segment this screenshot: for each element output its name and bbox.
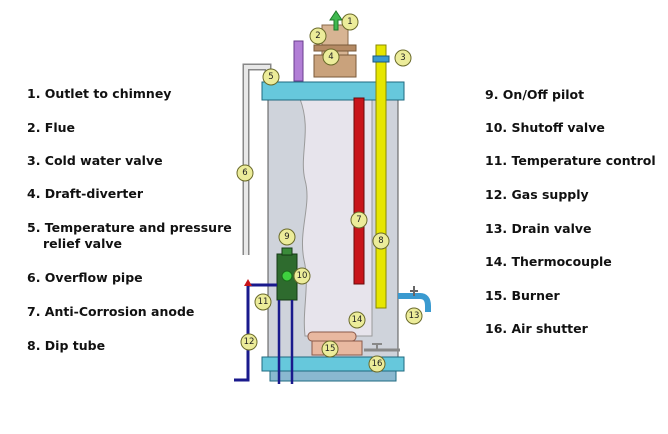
- legend-item-8: 8. Dip tube: [27, 338, 106, 353]
- callout-2: 2: [309, 27, 327, 45]
- outlet-arrow: [329, 10, 343, 31]
- svg-text:11: 11: [258, 297, 269, 307]
- svg-text:9: 9: [284, 232, 289, 242]
- anode-rod: [353, 97, 365, 285]
- legend-item-14: 14. Thermocouple: [485, 254, 612, 269]
- svg-text:14: 14: [352, 315, 363, 325]
- legend-item-1: 1. Outlet to chimney: [27, 86, 172, 101]
- legend-item-10: 10. Shutoff valve: [485, 120, 605, 135]
- svg-text:5: 5: [268, 72, 273, 82]
- legend-item-16: 16. Air shutter: [485, 321, 588, 336]
- legend-item-2: 2. Flue: [27, 120, 75, 135]
- temperature-control-marker: [244, 279, 252, 286]
- callout-6: 6: [236, 164, 254, 182]
- legend-item-12: 12. Gas supply: [485, 187, 589, 202]
- callout-10: 10: [293, 267, 311, 285]
- tank-top-cap: [261, 81, 405, 101]
- callout-8: 8: [372, 232, 390, 250]
- callout-13: 13: [405, 307, 423, 325]
- svg-text:13: 13: [409, 311, 420, 321]
- tank-base: [269, 370, 397, 382]
- svg-text:8: 8: [378, 236, 383, 246]
- callout-12: 12: [240, 333, 258, 351]
- legend-item-5-cont: relief valve: [43, 236, 122, 251]
- svg-text:16: 16: [372, 359, 383, 369]
- shutoff-valve-knob: [281, 270, 293, 282]
- relief-valve: [293, 40, 304, 82]
- legend-item-15: 15. Burner: [485, 288, 560, 303]
- callouts: 1 2 3 4 5 6 7 8 9 10 11 12 13 14 15 16: [236, 13, 423, 373]
- legend-item-6: 6. Overflow pipe: [27, 270, 143, 285]
- svg-text:12: 12: [244, 337, 255, 347]
- legend-item-4: 4. Draft-diverter: [27, 186, 144, 201]
- callout-9: 9: [278, 228, 296, 246]
- dip-tube: [375, 44, 387, 309]
- callout-5: 5: [262, 68, 280, 86]
- svg-text:2: 2: [315, 31, 320, 41]
- svg-text:1: 1: [347, 17, 352, 27]
- thermocouple: [307, 331, 357, 342]
- drain-valve: [398, 293, 431, 312]
- legend-item-9: 9. On/Off pilot: [485, 87, 585, 102]
- callout-16: 16: [368, 355, 386, 373]
- callout-14: 14: [348, 311, 366, 329]
- callout-3: 3: [394, 49, 412, 67]
- legend-item-7: 7. Anti-Corrosion anode: [27, 304, 195, 319]
- cold-water-valve: [372, 55, 390, 63]
- callout-4: 4: [322, 48, 340, 66]
- svg-text:4: 4: [328, 52, 333, 62]
- callout-15: 15: [321, 340, 339, 358]
- callout-7: 7: [350, 211, 368, 229]
- legend-item-5: 5. Temperature and pressure: [27, 220, 232, 235]
- callout-1: 1: [341, 13, 359, 31]
- svg-text:15: 15: [325, 344, 336, 354]
- svg-text:10: 10: [297, 271, 308, 281]
- gas-line-inner: [277, 300, 294, 384]
- legend-item-13: 13. Drain valve: [485, 221, 592, 236]
- legend-item-3: 3. Cold water valve: [27, 153, 163, 168]
- legend-item-11: 11. Temperature control: [485, 153, 656, 168]
- svg-text:7: 7: [356, 215, 361, 225]
- gas-supply-pipe: [234, 283, 277, 382]
- callout-11: 11: [254, 293, 272, 311]
- svg-text:6: 6: [242, 168, 247, 178]
- svg-text:3: 3: [400, 53, 405, 63]
